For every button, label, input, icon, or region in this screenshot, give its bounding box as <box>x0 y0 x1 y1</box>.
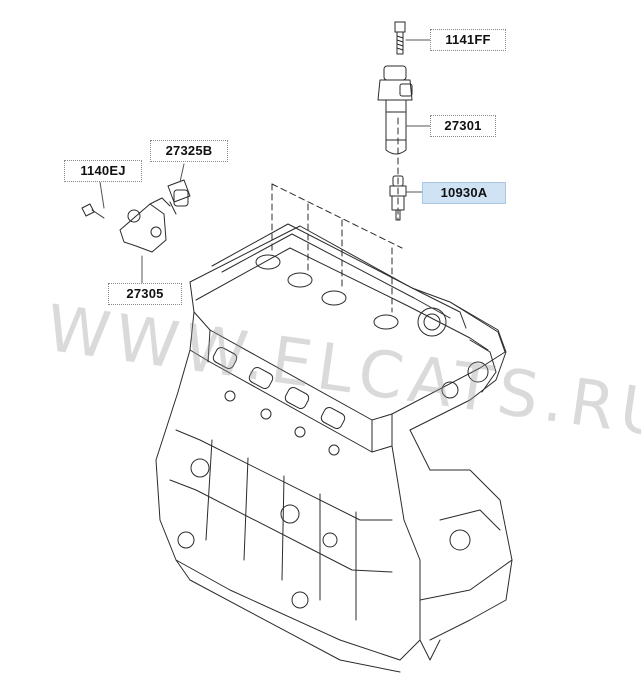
bolt-1140ej-part <box>81 203 105 219</box>
callout-leader-lines <box>99 39 431 285</box>
callout-1140ej[interactable]: 1140EJ <box>64 160 142 182</box>
callout-27325b[interactable]: 27325B <box>150 140 228 162</box>
bracket-27305-part <box>119 197 171 253</box>
callout-27305[interactable]: 27305 <box>108 283 182 305</box>
callout-10930a[interactable]: 10930A <box>422 182 506 204</box>
callout-1141ff[interactable]: 1141FF <box>430 29 506 51</box>
leader-dashed-lines <box>271 117 403 313</box>
sensor-27325b-part <box>167 179 191 215</box>
bolt-1141ff-part <box>394 21 406 55</box>
ignition-coil-27301-part <box>377 65 413 155</box>
engine-block <box>155 223 513 673</box>
callout-27301[interactable]: 27301 <box>430 115 496 137</box>
spark-plug-10930a-part <box>389 175 407 221</box>
